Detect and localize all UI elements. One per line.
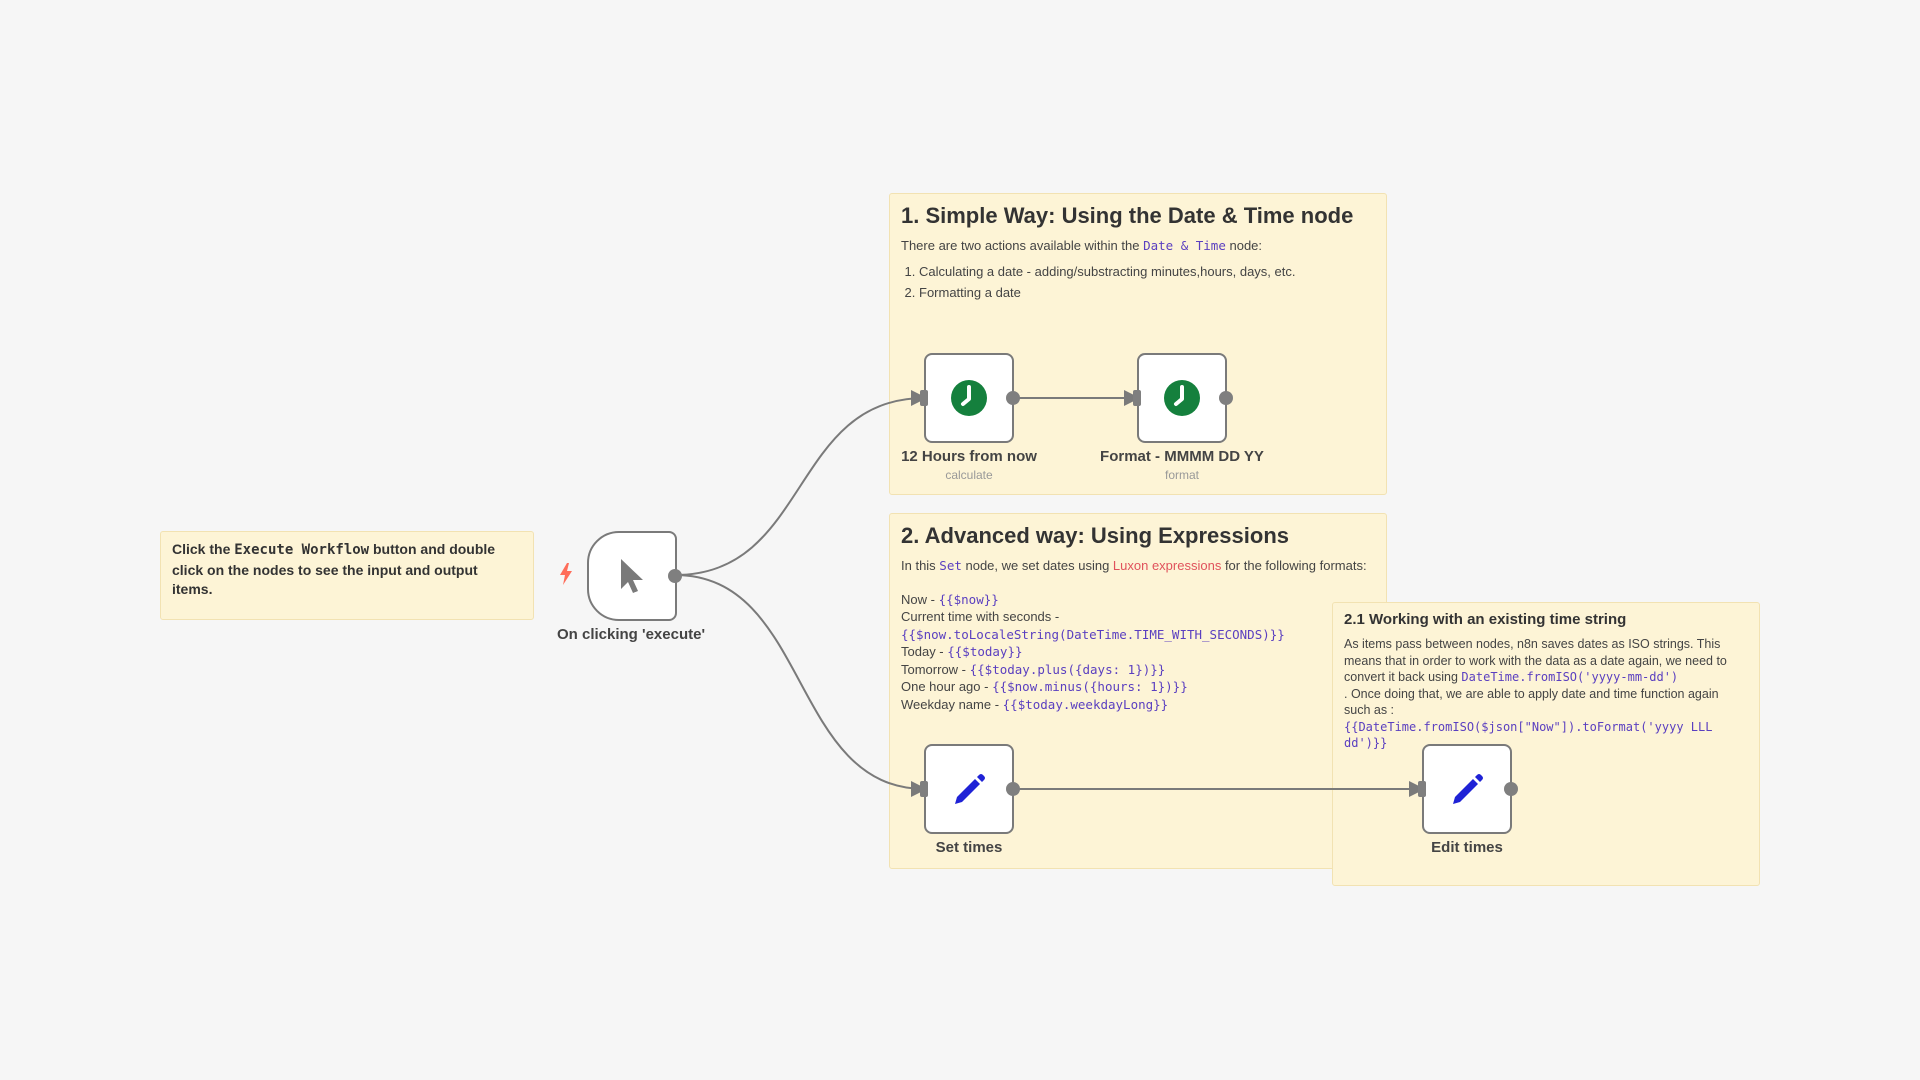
expression-row: One hour ago - {{$now.minus({hours: 1})}… [901,678,1375,696]
expression-code: {{$now.toLocaleString(DateTime.TIME_WITH… [901,626,1285,642]
existing-text-2: . Once doing that, we are able to apply … [1344,686,1719,718]
expression-label: Tomorrow - [901,661,970,677]
expression-code: {{$now.minus({hours: 1})}} [992,679,1188,694]
clock-icon [951,380,987,416]
existing-time-text: As items pass between nodes, n8n saves d… [1344,636,1748,752]
simple-way-list: Calculating a date - adding/substracting… [901,263,1375,302]
advanced-desc-mid: node, we set dates using [961,558,1113,573]
expression-row: Today - {{$today}} [901,643,1375,661]
simple-desc-suffix: node: [1225,238,1263,253]
advanced-way-description: In this Set node, we set dates using Lux… [901,557,1375,575]
node-label: On clicking 'execute' [556,626,706,643]
expression-row: Tomorrow - {{$today.plus({days: 1})}} [901,661,1375,679]
edit-times-output-port[interactable] [1504,782,1518,796]
intro-text: Click the Execute Workflow button and do… [172,540,522,600]
advanced-way-title: 2. Advanced way: Using Expressions [901,523,1289,548]
12-hours-input-port[interactable] [920,390,928,406]
trigger-output-port[interactable] [668,569,682,583]
expression-label: Now - [901,591,939,607]
expression-code: {{$today.plus({days: 1})}} [969,661,1166,677]
pencil-icon [955,774,985,804]
node-12-hours-from-now[interactable] [924,353,1014,443]
sticky-note-existing-time-string[interactable]: 2.1 Working with an existing time string… [1332,602,1760,886]
expression-rows: Now - {{$now}} Current time with seconds… [901,591,1375,714]
existing-code-2: {{DateTime.fromISO($json["Now"]).toForma… [1344,719,1713,751]
set-times-input-port[interactable] [920,781,928,797]
expression-code: {{$today.weekdayLong}} [1002,696,1169,712]
node-on-clicking-execute[interactable] [587,531,677,621]
expression-label: One hour ago - [901,679,993,694]
sticky-note-intro[interactable]: Click the Execute Workflow button and do… [160,531,534,620]
expression-label: Today - [901,644,948,659]
node-label: Set times [935,839,1003,856]
simple-desc-prefix: There are two actions available within t… [901,238,1144,253]
format-input-port[interactable] [1133,390,1141,406]
node-sublabel: format [1164,468,1199,482]
expression-row: Now - {{$now}} [901,591,1375,609]
trigger-bolt-icon [560,563,572,585]
cursor-icon [621,559,643,593]
list-item: Formatting a date [919,284,1375,302]
edit-times-input-port[interactable] [1418,781,1426,797]
advanced-desc-code: Set [939,558,962,573]
connection-trigger-to-12-hours[interactable] [674,390,927,576]
advanced-desc-prefix: In this [901,558,940,573]
format-output-port[interactable] [1219,391,1233,405]
node-set-times[interactable] [924,744,1014,834]
connection-trigger-to-set-times[interactable] [674,574,927,797]
expression-row: Weekday name - {{$today.weekdayLong}} [901,696,1375,714]
clock-icon [1164,380,1200,416]
12-hours-output-port[interactable] [1006,391,1020,405]
node-label: 12 Hours from now [901,448,1037,465]
node-label: Format - MMMM DD YY [1100,448,1264,465]
simple-desc-code: Date & Time [1143,238,1226,253]
simple-way-description: There are two actions available within t… [901,237,1375,255]
expression-code: {{$now}} [938,591,999,607]
intro-code: Execute Workflow [234,542,370,558]
expression-row: Current time with seconds - {{$now.toLoc… [901,608,1375,643]
expression-label: Weekday name - [901,696,1003,712]
sticky-note-simple-way[interactable]: 1. Simple Way: Using the Date & Time nod… [889,193,1387,495]
expression-label: Current time with seconds - [901,609,1060,624]
intro-prefix: Click the [172,541,235,557]
set-times-output-port[interactable] [1006,782,1020,796]
node-format-mmmm-dd-yy[interactable] [1137,353,1227,443]
intro-suffix: button and double click on the nodes to … [172,541,496,597]
existing-code-1: DateTime.fromISO('yyyy-mm-dd') [1461,670,1679,684]
list-item: Calculating a date - adding/substracting… [919,263,1375,281]
node-sublabel: calculate [945,468,993,482]
existing-text-1: As items pass between nodes, n8n saves d… [1344,637,1727,684]
advanced-desc-suffix: for the following formats: [1221,558,1367,573]
node-edit-times[interactable] [1422,744,1512,834]
luxon-expressions-link[interactable]: Luxon expressions [1112,558,1222,573]
node-label: Edit times [1431,839,1503,856]
simple-way-title: 1. Simple Way: Using the Date & Time nod… [901,203,1354,228]
expression-code: {{$today}} [947,644,1023,659]
existing-time-title: 2.1 Working with an existing time string [1344,611,1627,628]
pencil-icon [1453,774,1483,804]
